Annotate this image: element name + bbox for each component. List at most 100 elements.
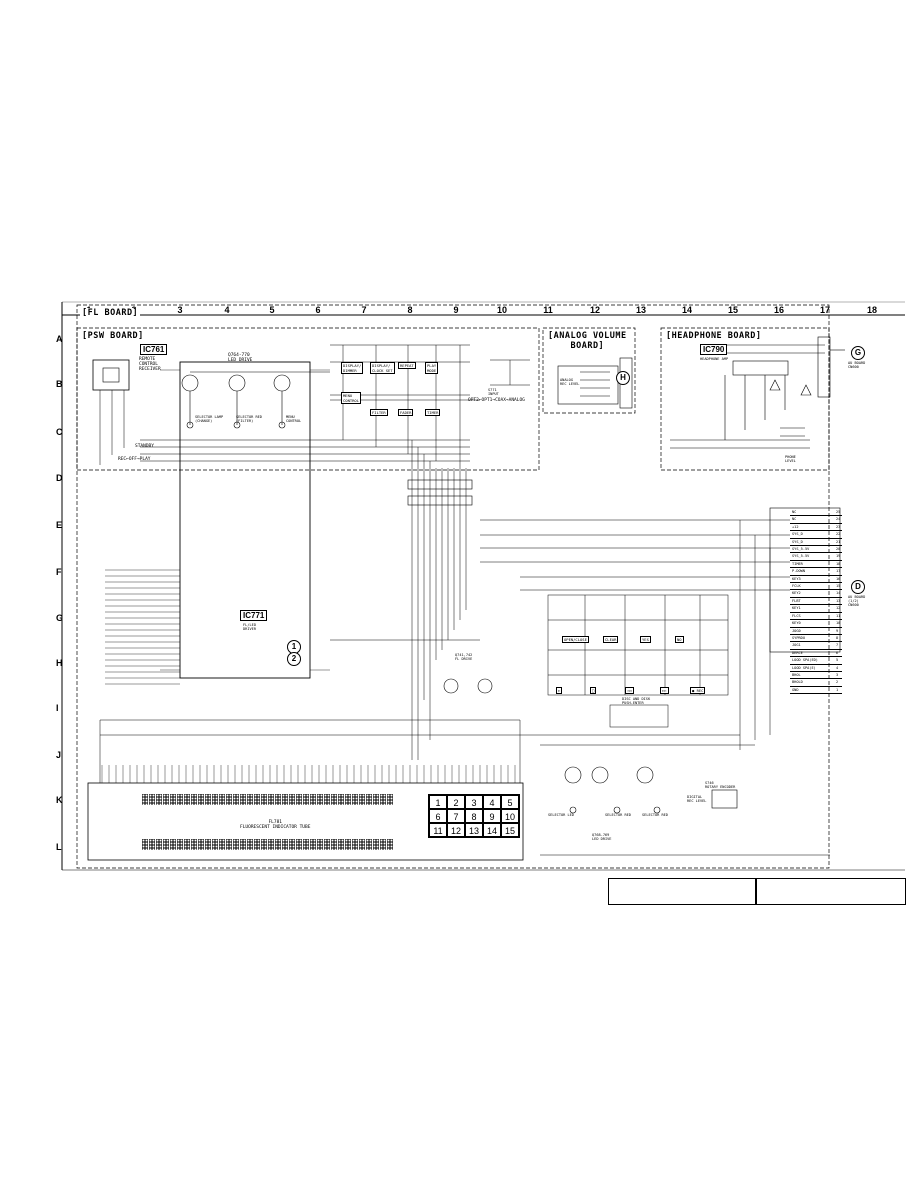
- fl-tube-row1: [142, 790, 394, 809]
- pin-number: 25: [834, 509, 843, 517]
- pin-number: 9: [834, 627, 843, 635]
- pin-number: 1: [834, 686, 843, 695]
- segment-number: 2: [447, 795, 465, 809]
- pin-number: 18: [834, 560, 843, 569]
- column-number: 4: [224, 305, 230, 315]
- psw-input-sw: S771 INPUT: [488, 388, 499, 396]
- fl-dot-cell: [317, 794, 323, 805]
- fl-dot-cell: [156, 839, 162, 850]
- led-drive-label: Q768-769 LED DRIVE: [592, 833, 612, 841]
- psw-switch: PLAY MODE: [425, 362, 439, 374]
- fl-dot-cell: [317, 839, 323, 850]
- fl-dot-cell: [184, 839, 190, 850]
- fl-dot-cell: [380, 794, 386, 805]
- fl-dot-cell: [338, 839, 344, 850]
- pin-signal: NC: [790, 509, 834, 517]
- connector-pin-row: LOOD SPA(ED)5: [790, 656, 843, 665]
- digital-rec-label: DIGITAL REC LEVEL: [687, 795, 707, 803]
- psw-switch: DISPLAY/ DIMMER: [341, 362, 364, 374]
- fl-dot-cell: [240, 794, 246, 805]
- pin-signal: SYPRDU: [790, 634, 834, 643]
- fl-dot-cell: [226, 794, 232, 805]
- fl-dot-cell: [254, 839, 260, 850]
- row-letter: B: [56, 379, 63, 389]
- pin-number: 3: [834, 671, 843, 680]
- segment-number: 6: [429, 809, 447, 823]
- psw-switch: FILTER: [370, 409, 388, 416]
- pin-signal: KEY2: [790, 589, 834, 598]
- fl-dot-cell: [289, 794, 295, 805]
- fl-dot-cell: [184, 794, 190, 805]
- fl-dot-cell: [170, 794, 176, 805]
- pin-signal: TIMER: [790, 560, 834, 569]
- pin-number: 12: [834, 604, 843, 613]
- fl-dot-cell: [261, 839, 267, 850]
- segment-number: 8: [465, 809, 483, 823]
- fl-dot-cell: [163, 794, 169, 805]
- fl-dot-cell: [296, 794, 302, 805]
- fl-board-title: [FL BOARD]: [80, 308, 141, 318]
- phone-level: PHONE LEVEL: [785, 455, 796, 463]
- pin-signal: DERCE: [790, 649, 834, 658]
- pin-signal: SYS_D: [790, 530, 834, 539]
- fl-dot-cell: [380, 839, 386, 850]
- pin-number: 11: [834, 612, 843, 621]
- fl-dot-cell: [338, 794, 344, 805]
- fl-dot-cell: [177, 794, 183, 805]
- fl-drive-label: Q741,742 FL DRIVE: [455, 653, 473, 661]
- pin-signal: LOOD SPA(ED): [790, 656, 834, 665]
- fl-dot-cell: [345, 839, 351, 850]
- fl-dot-cell: [303, 839, 309, 850]
- segment-number: 4: [483, 795, 501, 809]
- connector-g-marker: G: [851, 346, 865, 360]
- pin-number: 14: [834, 589, 843, 598]
- pin-number: 5: [834, 656, 843, 665]
- connector-d-label: AU BOARD (1/2) CN600: [848, 595, 866, 607]
- fl-dot-cell: [233, 839, 239, 850]
- pin-signal: SYS_5.5V: [790, 545, 834, 554]
- fl-dot-cell: [149, 839, 155, 850]
- segment-number: 10: [501, 809, 519, 823]
- fl-dot-cell: [198, 839, 204, 850]
- fl-dot-cell: [310, 839, 316, 850]
- led-selector-label: SELECTOR RED: [642, 813, 668, 817]
- fl-dot-cell: [275, 794, 281, 805]
- pin-signal: FLBT: [790, 597, 834, 606]
- connector-h-marker: H: [616, 371, 630, 385]
- column-number: 11: [543, 305, 553, 315]
- pin-number: 4: [834, 664, 843, 672]
- pin-number: 10: [834, 619, 843, 628]
- fl-dot-cell: [345, 794, 351, 805]
- fl-switch-bottom: ◁◁: [625, 687, 634, 694]
- pin-signal: P.DOWN: [790, 567, 834, 576]
- pin-signal: FCLK: [790, 582, 834, 591]
- psw-led-drive: Q764-770 LED DRIVE: [228, 353, 253, 363]
- led-selector-label: SELECTOR LED: [548, 813, 574, 817]
- segment-number: 7: [447, 809, 465, 823]
- column-number: 9: [453, 305, 459, 315]
- row-letter: F: [56, 567, 62, 577]
- column-number: 12: [589, 305, 601, 315]
- jog-switch-label: DISC AND DISK PUSH-ENTER: [622, 697, 651, 705]
- column-number: 13: [635, 305, 647, 315]
- fl-dot-cell: [191, 839, 197, 850]
- psw-led2: SELECTOR RED (FILTER): [236, 415, 262, 423]
- fl-dot-cell: [198, 794, 204, 805]
- ic761-label: IC761: [140, 344, 168, 355]
- fl-switch-top: YES: [640, 636, 651, 643]
- fl-dot-cell: [282, 839, 288, 850]
- fl-dot-cell: [310, 794, 316, 805]
- row-letter: C: [56, 427, 63, 437]
- pin-signal: KEY1: [790, 604, 834, 613]
- pin-signal: BHOL: [790, 671, 834, 680]
- pin-number: 16: [834, 575, 843, 584]
